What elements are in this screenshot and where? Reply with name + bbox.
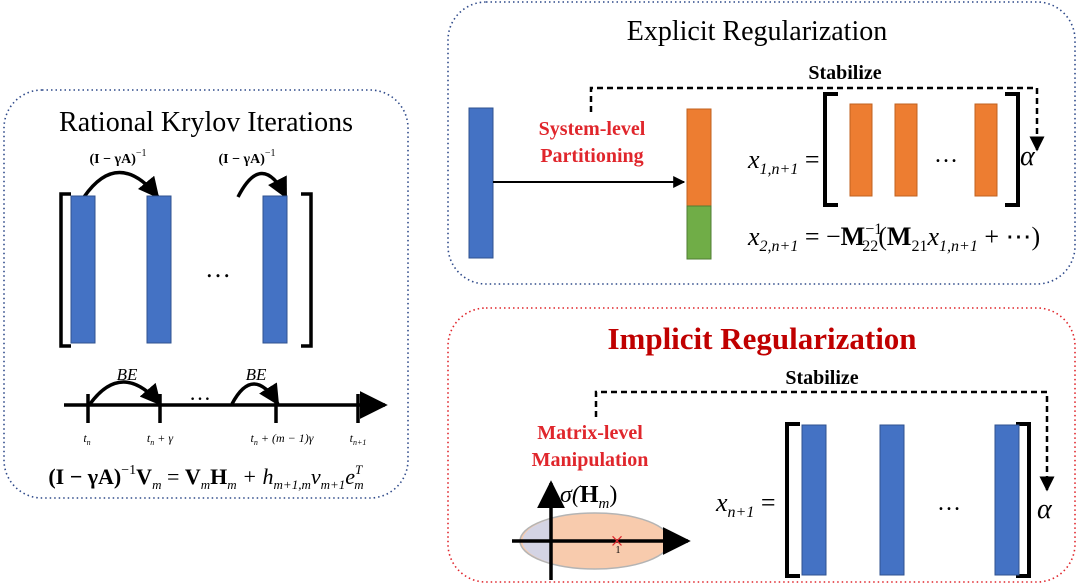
operator-label-2: (I − γA)−1 bbox=[218, 148, 275, 167]
explicit-full-vector bbox=[468, 107, 494, 259]
krylov-curve-arrow-1 bbox=[82, 170, 160, 199]
partitioned-bottom-block bbox=[686, 205, 712, 260]
timeline-dots: … bbox=[189, 380, 211, 405]
partition-label-line1: System-level bbox=[539, 118, 646, 140]
implicit-alpha: α bbox=[1037, 494, 1053, 525]
partitioned-top-block bbox=[686, 108, 712, 207]
operator-label-1: (I − γA)−1 bbox=[89, 148, 146, 167]
tick-label-2: tn + γ bbox=[147, 431, 173, 447]
left-panel-border bbox=[3, 89, 409, 499]
tick-label-4: tn+1 bbox=[350, 431, 367, 447]
left-bracket bbox=[59, 192, 71, 348]
krylov-curve-arrow-2 bbox=[236, 171, 288, 199]
be-arc-1 bbox=[88, 380, 162, 406]
implicit-panel-title: Implicit Regularization bbox=[607, 321, 916, 356]
implicit-dots: … bbox=[937, 490, 961, 516]
right-bracket bbox=[301, 192, 313, 348]
implicit-right-bracket bbox=[1016, 422, 1031, 578]
implicit-blue-bar-3 bbox=[994, 424, 1020, 576]
be-arc-2 bbox=[230, 382, 280, 406]
implicit-panel-border bbox=[447, 307, 1076, 583]
partition-label-line2: Partitioning bbox=[540, 145, 643, 167]
spectrum-cross: × bbox=[610, 529, 624, 555]
implicit-left-bracket bbox=[785, 422, 800, 578]
explicit-dots: … bbox=[934, 142, 958, 168]
implicit-blue-bar-1 bbox=[801, 424, 827, 576]
explicit-stabilize-label: Stabilize bbox=[808, 62, 881, 84]
explicit-alpha: α bbox=[1020, 141, 1036, 172]
implicit-stabilize-label: Stabilize bbox=[785, 367, 858, 389]
explicit-orange-bar-1 bbox=[849, 103, 873, 197]
be-label-1: BE bbox=[117, 365, 138, 384]
krylov-bar-3 bbox=[262, 195, 288, 344]
krylov-dots: … bbox=[205, 254, 231, 283]
implicit-eq-lhs: xn+1 = bbox=[715, 488, 776, 521]
implicit-blue-bar-2 bbox=[879, 424, 905, 576]
implicit-stabilize-arrow bbox=[594, 390, 1055, 492]
explicit-orange-bar-2 bbox=[894, 103, 918, 197]
tick-label-1: tn bbox=[83, 431, 90, 447]
spectrum-one-label: 1 bbox=[616, 545, 621, 556]
explicit-panel-border bbox=[447, 1, 1076, 285]
spectrum-sigma-label: σ(Hm) bbox=[560, 482, 617, 512]
explicit-panel: Explicit Regularization Stabilize System… bbox=[447, 1, 1076, 285]
left-panel: Rational Krylov Iterations (I − γA)−1 (I… bbox=[3, 89, 409, 499]
krylov-bar-2 bbox=[146, 195, 172, 344]
explicit-stabilize-arrow bbox=[589, 86, 1045, 152]
tick-label-3: tn + (m − 1)γ bbox=[251, 431, 314, 447]
explicit-eq1-lhs: x1,n+1 = bbox=[747, 145, 820, 178]
implicit-panel: Implicit Regularization Stabilize Matrix… bbox=[447, 307, 1076, 583]
explicit-orange-bar-3 bbox=[974, 103, 998, 197]
manip-label-line2: Manipulation bbox=[532, 449, 649, 471]
left-panel-title: Rational Krylov Iterations bbox=[59, 107, 353, 138]
krylov-bar-1 bbox=[70, 195, 96, 344]
explicit-right-bracket bbox=[1005, 92, 1020, 207]
explicit-panel-title: Explicit Regularization bbox=[627, 16, 887, 47]
be-label-2: BE bbox=[246, 365, 267, 384]
manip-label-line1: Matrix-level bbox=[537, 422, 643, 444]
explicit-left-bracket bbox=[823, 92, 838, 207]
